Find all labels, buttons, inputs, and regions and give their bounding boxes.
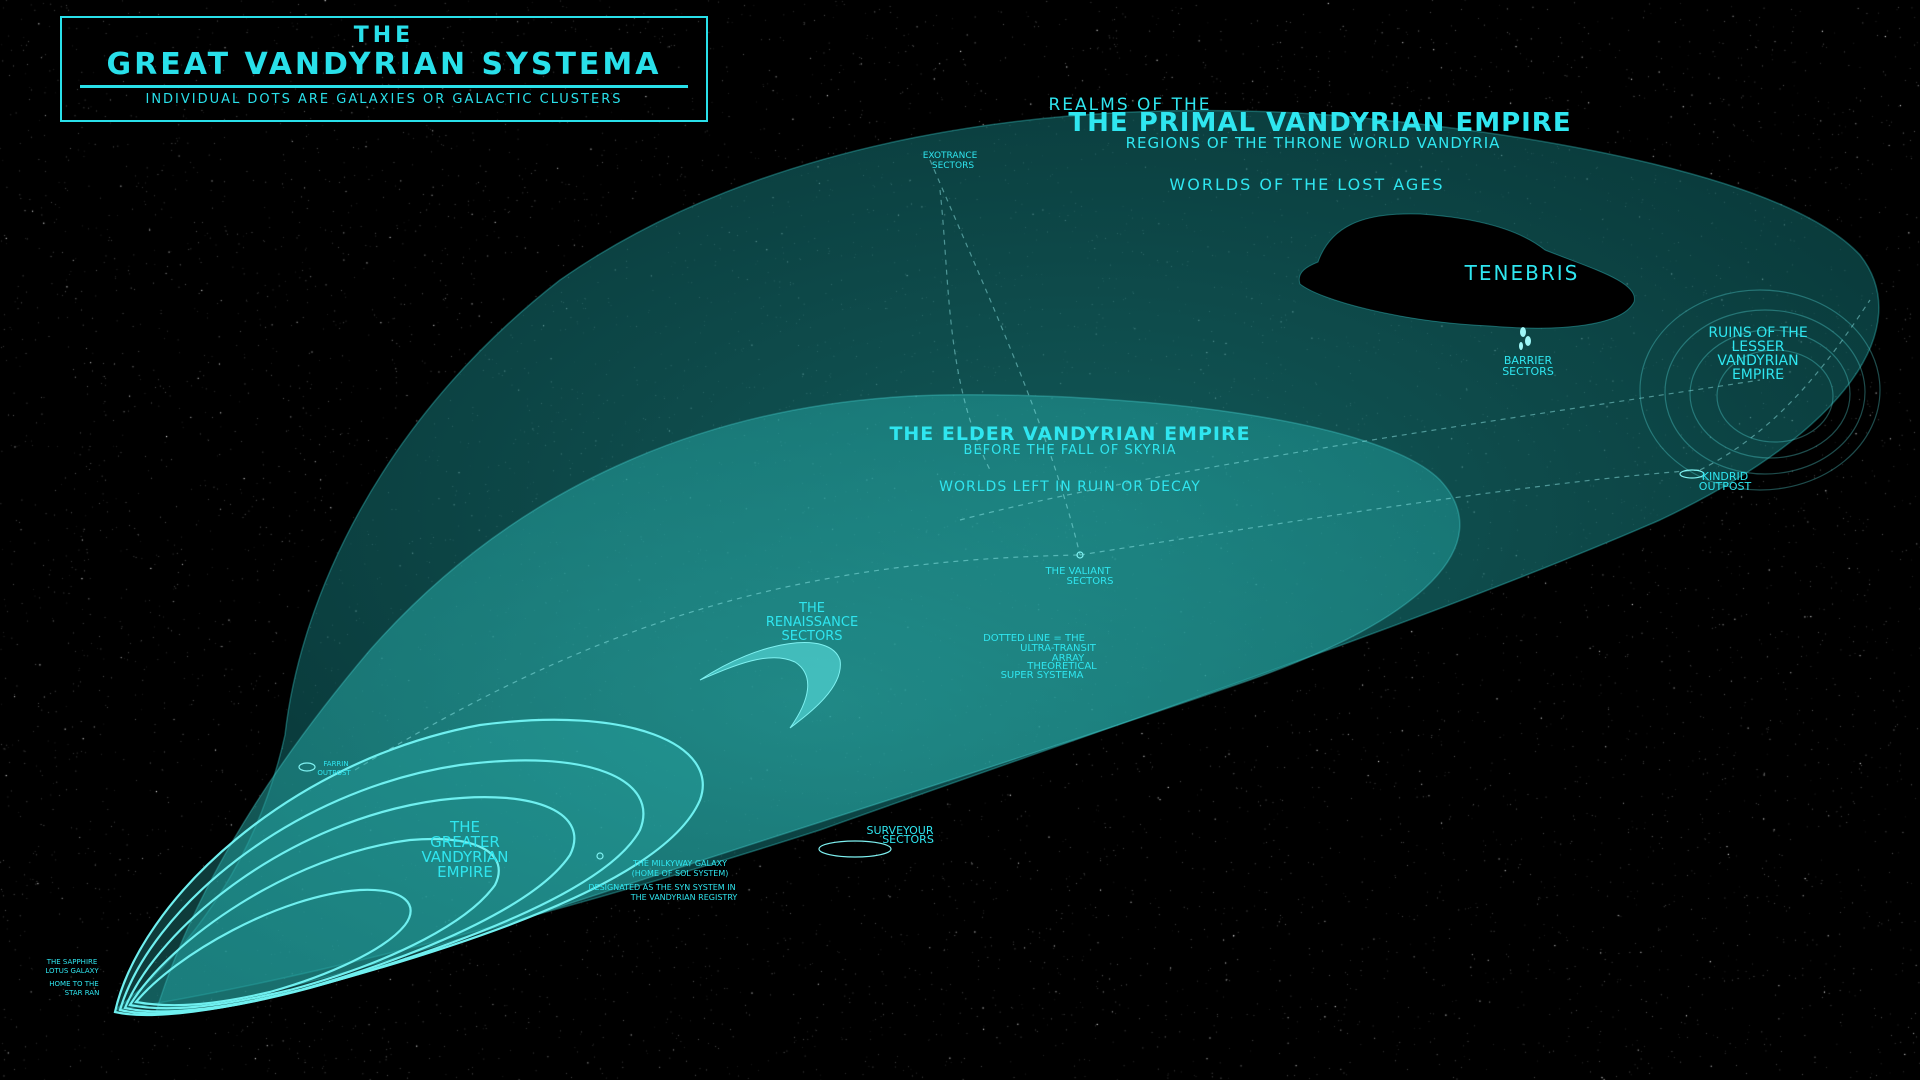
barrier-sectors-marker — [1519, 327, 1531, 350]
title-divider — [80, 85, 688, 88]
kindrid-label-2: Outpost — [1699, 480, 1752, 493]
valiant-sectors-marker — [1076, 551, 1084, 559]
barrier-label-2: Sectors — [1502, 365, 1554, 378]
title-box: The Great Vandyrian Systema Individual d… — [60, 16, 708, 122]
map-title: Great Vandyrian Systema — [106, 47, 662, 82]
designated-label-1: Designated as the Syn System in — [588, 883, 735, 892]
greater-label-1: The — [449, 818, 480, 836]
elder-ruin-label: Worlds left in ruin or decay — [939, 479, 1201, 495]
tenebris-void — [1298, 213, 1635, 329]
surveyour-sectors-marker — [818, 840, 892, 858]
sapphire-label-1: The Sapphire — [46, 958, 98, 966]
lesser-label-2: Lesser — [1732, 339, 1785, 355]
primal-realms-label: Realms of the — [1049, 95, 1212, 115]
elder-empire-label: The Elder Vandyrian Empire — [889, 423, 1250, 445]
sapphire-label-2: Lotus Galaxy — [45, 967, 99, 975]
farrin-label-2: Outpost — [317, 769, 351, 777]
title-pre: The — [353, 23, 415, 48]
barrier-label-1: Barrier — [1504, 354, 1553, 367]
lesser-label-4: Empire — [1732, 367, 1784, 383]
lesser-label-1: Ruins of the — [1708, 325, 1807, 341]
kindrid-outpost-marker — [1679, 469, 1705, 479]
milkyway-label-1: The Milkyway Galaxy — [632, 859, 727, 868]
dotted-label-3: Array — [1052, 653, 1085, 664]
lesser-empire-rings — [1639, 289, 1881, 491]
hometo-label-1: Home to the — [49, 980, 98, 988]
renaissance-arc — [699, 642, 841, 729]
surveyour-label-1: Surveyour — [866, 824, 933, 837]
surveyour-label-2: Sectors — [882, 833, 934, 846]
location-markers — [298, 469, 1705, 860]
theoretical-label-2: Super Systema — [1001, 670, 1084, 681]
elder-before-label: Before the Fall of Skyria — [964, 443, 1177, 458]
designated-label-2: the Vandyrian Registry — [630, 893, 738, 902]
valiant-label-2: Sectors — [1067, 576, 1114, 587]
valiant-label-1: The Valiant — [1044, 566, 1111, 577]
hometo-label-2: Star Ran — [65, 989, 100, 997]
primal-empire-label: The Primal Vandyrian Empire — [1068, 108, 1571, 138]
milkyway-marker — [596, 852, 604, 860]
tenebris-label: Tenebris — [1464, 261, 1580, 285]
milkyway-label-2: (home of Sol System) — [632, 869, 729, 878]
renaissance-label-2: Renaissance — [766, 615, 858, 630]
renaissance-label-3: Sectors — [781, 629, 842, 644]
theoretical-label-1: Theoretical — [1026, 661, 1097, 672]
lost-ages-label: Worlds of the Lost Ages — [1169, 175, 1444, 194]
greater-empire-rings — [113, 718, 704, 1017]
exotrance-label-2: Sectors — [932, 161, 975, 171]
greater-label-2: Greater — [430, 833, 500, 851]
farrin-label-1: Farrin — [323, 760, 348, 768]
renaissance-label-1: The — [798, 601, 825, 616]
kindrid-label-1: Kindrid — [1702, 470, 1749, 483]
ultra-transit-array — [354, 159, 1871, 771]
lesser-label-3: Vandyrian — [1717, 353, 1798, 369]
dotted-label-1: Dotted line = the — [983, 633, 1085, 644]
exotrance-label-1: Exotrance — [923, 151, 978, 161]
greater-label-4: Empire — [437, 863, 493, 881]
dotted-label-2: Ultra-Transit — [1020, 643, 1097, 654]
primal-regions-label: Regions of the Throne World Vandyria — [1126, 134, 1501, 152]
greater-label-3: Vandyrian — [421, 848, 508, 866]
farrin-outpost-marker — [298, 762, 316, 772]
map-subtitle: Individual dots are galaxies or galactic… — [145, 92, 623, 107]
map-labels: Realms of the The Primal Vandyrian Empir… — [45, 95, 1807, 997]
